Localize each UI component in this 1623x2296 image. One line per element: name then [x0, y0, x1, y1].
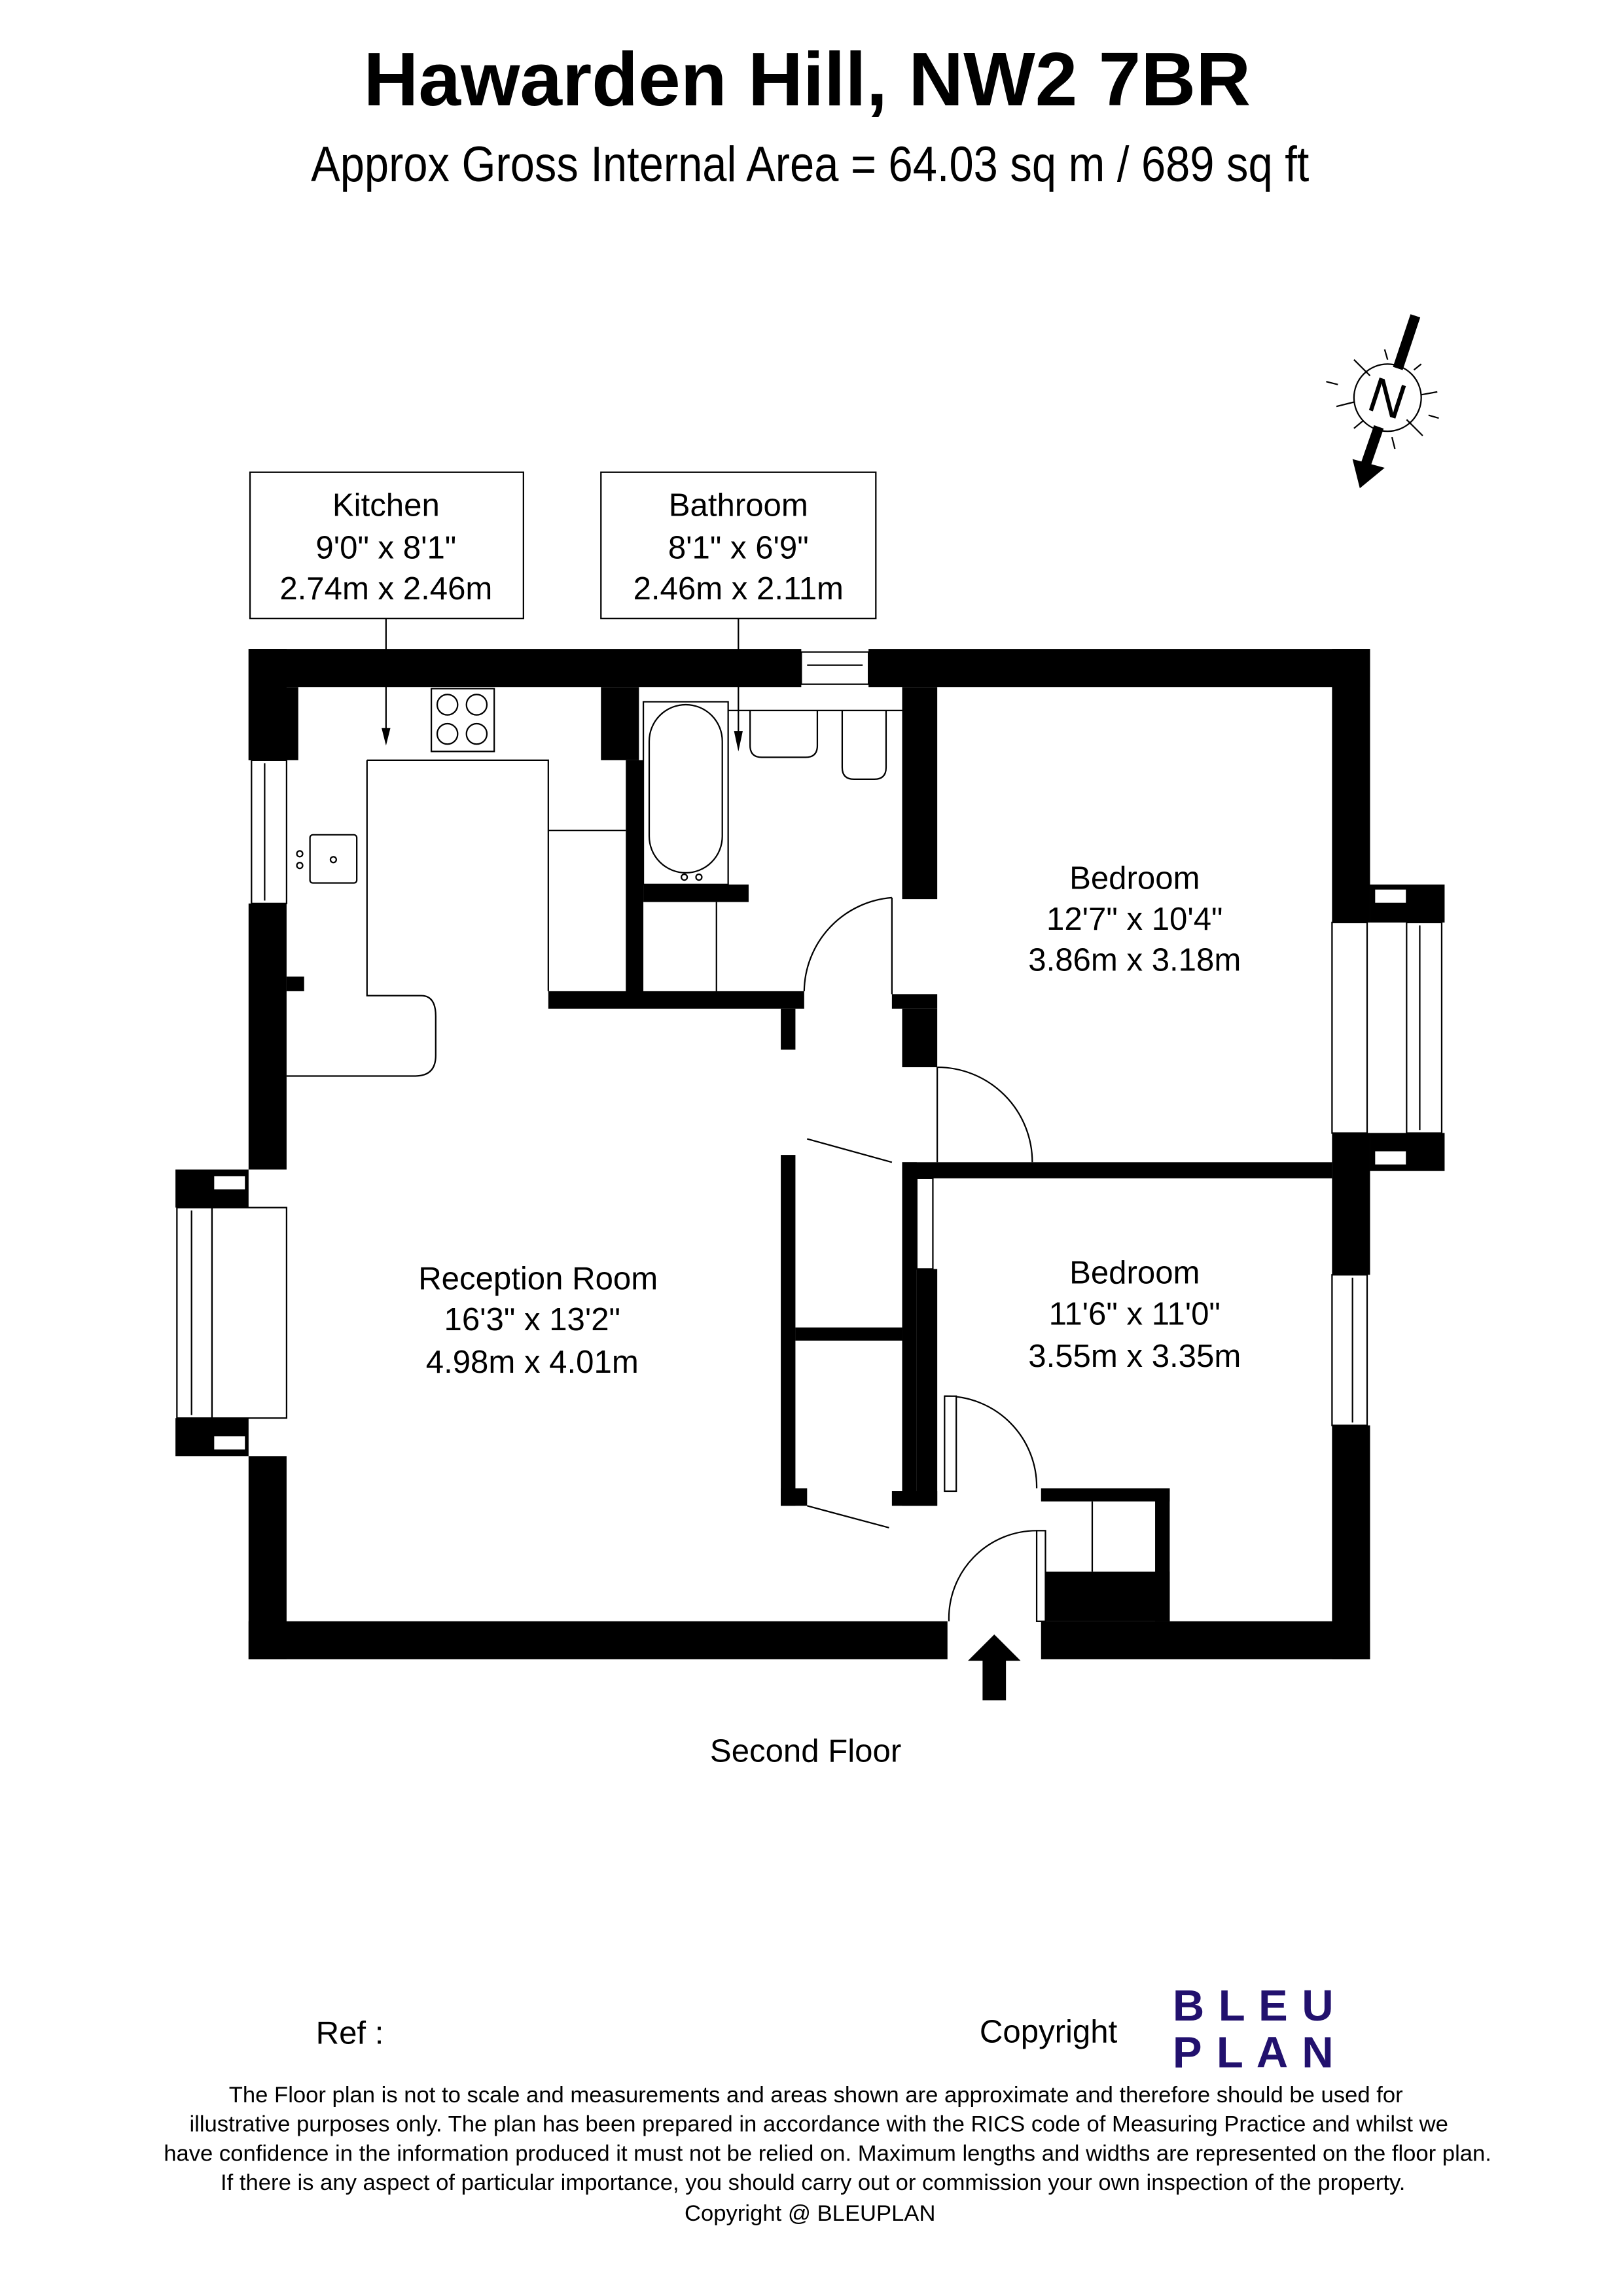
disclaimer-line: If there is any aspect of particular imp… — [221, 2170, 1405, 2195]
area-subtitle: Approx Gross Internal Area = 64.03 sq m … — [311, 137, 1309, 192]
room-name: Reception Room — [418, 1262, 658, 1297]
logo-line-1: B L E U — [1173, 1981, 1336, 2030]
floor-label: Second Floor — [710, 1733, 901, 1769]
copyright-label: Copyright — [980, 2014, 1118, 2049]
windows — [175, 651, 1445, 1457]
north-compass-icon: N — [1326, 314, 1439, 489]
copyright-line: Copyright @ BLEUPLAN — [685, 2201, 935, 2226]
basin-icon — [749, 710, 819, 758]
bathroom-fixtures — [642, 701, 902, 995]
room-metric: 3.55m x 3.35m — [1028, 1339, 1241, 1374]
ref-label: Ref : — [316, 2016, 384, 2051]
room-name: Kitchen — [332, 488, 440, 523]
room-metric: 3.86m x 3.18m — [1028, 943, 1241, 978]
page-title: Hawarden Hill, NW2 7BR — [363, 37, 1251, 122]
room-metric: 2.46m x 2.11m — [633, 571, 844, 607]
disclaimer-line: illustrative purposes only. The plan has… — [189, 2112, 1448, 2137]
bathroom-label-box: Bathroom 8'1" x 6'9" 2.46m x 2.11m — [600, 471, 877, 752]
room-label-bedroom-2: Bedroom 11'6" x 11'0" 3.55m x 3.35m — [1028, 1256, 1241, 1374]
entrance-arrow-icon — [968, 1634, 1021, 1701]
room-label-bedroom-1: Bedroom 12'7" x 10'4" 3.86m x 3.18m — [1028, 860, 1241, 978]
toilet-icon — [841, 710, 887, 781]
bathtub-icon — [648, 703, 723, 874]
room-name: Bedroom — [1069, 860, 1200, 896]
doors — [807, 1066, 1094, 1622]
kitchen-fixtures — [286, 688, 626, 1077]
room-imperial: 8'1" x 6'9" — [668, 531, 809, 566]
room-name: Bedroom — [1069, 1256, 1200, 1291]
kitchen-label-box: Kitchen 9'0" x 8'1" 2.74m x 2.46m — [249, 471, 524, 746]
hob-icon — [436, 694, 488, 745]
logo-line-2: P L A N — [1173, 2028, 1336, 2077]
room-imperial: 9'0" x 8'1" — [315, 531, 456, 566]
disclaimer-line: have confidence in the information produ… — [164, 2141, 1491, 2166]
room-label-reception: Reception Room 16'3" x 13'2" 4.98m x 4.0… — [418, 1262, 658, 1380]
sink-icon — [309, 834, 358, 884]
walls — [248, 649, 1370, 1659]
bleuplan-logo: B L E U P L A N — [1173, 1981, 1336, 2077]
room-imperial: 11'6" x 11'0" — [1049, 1296, 1221, 1332]
room-metric: 4.98m x 4.01m — [426, 1345, 639, 1380]
room-metric: 2.74m x 2.46m — [279, 571, 492, 607]
room-name: Bathroom — [669, 488, 808, 523]
room-imperial: 12'7" x 10'4" — [1046, 902, 1223, 937]
disclaimer-line: The Floor plan is not to scale and measu… — [229, 2083, 1403, 2108]
room-imperial: 16'3" x 13'2" — [444, 1302, 621, 1337]
